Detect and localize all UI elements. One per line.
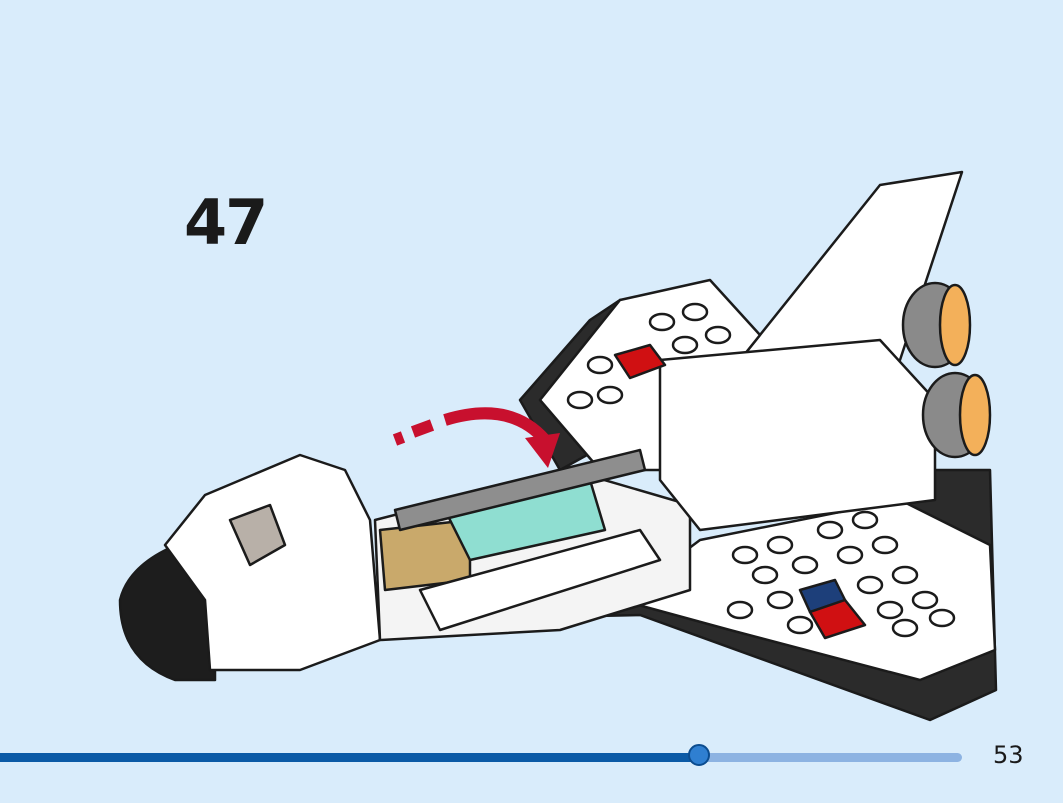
cockpit-body [163,453,382,672]
stud [891,618,919,638]
shuttle-illustration [118,170,998,722]
progress-track[interactable] [0,753,962,762]
stud [704,325,732,345]
stud [671,335,699,355]
stud [566,390,594,410]
stud [891,565,919,585]
stud [851,510,879,530]
stud [911,590,939,610]
engine-top-glow [938,283,972,367]
stud [836,545,864,565]
stud [791,555,819,575]
progress-thumb[interactable] [688,744,711,766]
stud [681,302,709,322]
step-number: 47 [184,186,268,259]
stud [876,600,904,620]
rotation-arrowhead [525,433,560,468]
stud [726,600,754,620]
stud [786,615,814,635]
flag-lower-red [808,598,867,640]
engine-bottom-glow [958,373,992,457]
stud [766,590,794,610]
rear-body [658,338,937,532]
stud [928,608,956,628]
stud [766,535,794,555]
stud [731,545,759,565]
stud [856,575,884,595]
stud [648,312,676,332]
progress-fill [0,753,700,762]
flag-upper [613,343,667,380]
boom-arm [393,448,647,532]
cargo-tube [418,528,662,632]
stud [871,535,899,555]
rotation-arrow [392,407,550,446]
stud [751,565,779,585]
stud [586,355,614,375]
cockpit-window [228,503,287,567]
stud [596,385,624,405]
page-number: 53 [993,741,1024,769]
stud [816,520,844,540]
